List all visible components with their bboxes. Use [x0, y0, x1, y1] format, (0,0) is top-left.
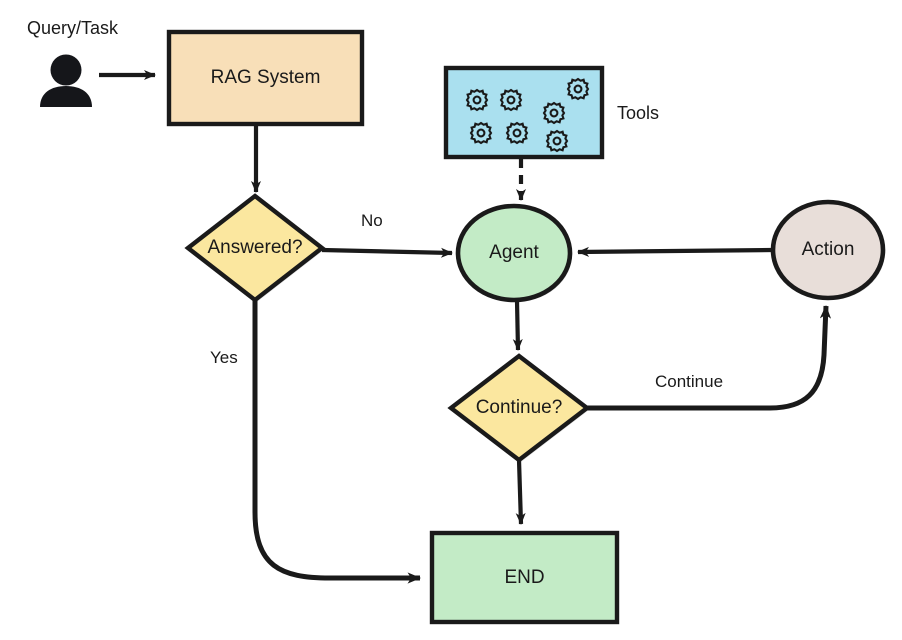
query-task-caption: Query/Task [27, 18, 119, 38]
edge-continue-to-action [587, 305, 832, 411]
gear-icon-group [465, 77, 590, 153]
tools-caption: Tools [617, 103, 660, 123]
node-end[interactable] [429, 530, 620, 625]
node-tools[interactable] [443, 65, 605, 160]
edge-action-to-agent [577, 246, 773, 257]
edge-answered-no-to-agent [321, 247, 453, 258]
edge-label-yes: Yes [210, 348, 238, 367]
node-answered-decision[interactable] [184, 193, 326, 303]
node-agent[interactable] [455, 203, 573, 303]
node-rag-system[interactable] [166, 29, 365, 127]
person-icon [40, 54, 92, 107]
edge-continue-to-end [515, 459, 526, 525]
node-continue-decision[interactable] [447, 353, 591, 463]
edge-agent-to-continue [512, 300, 523, 351]
node-action[interactable] [770, 199, 886, 301]
edge-answered-yes-to-end [252, 300, 421, 584]
edge-label-no: No [361, 211, 383, 230]
edge-label-continue: Continue [655, 372, 724, 391]
